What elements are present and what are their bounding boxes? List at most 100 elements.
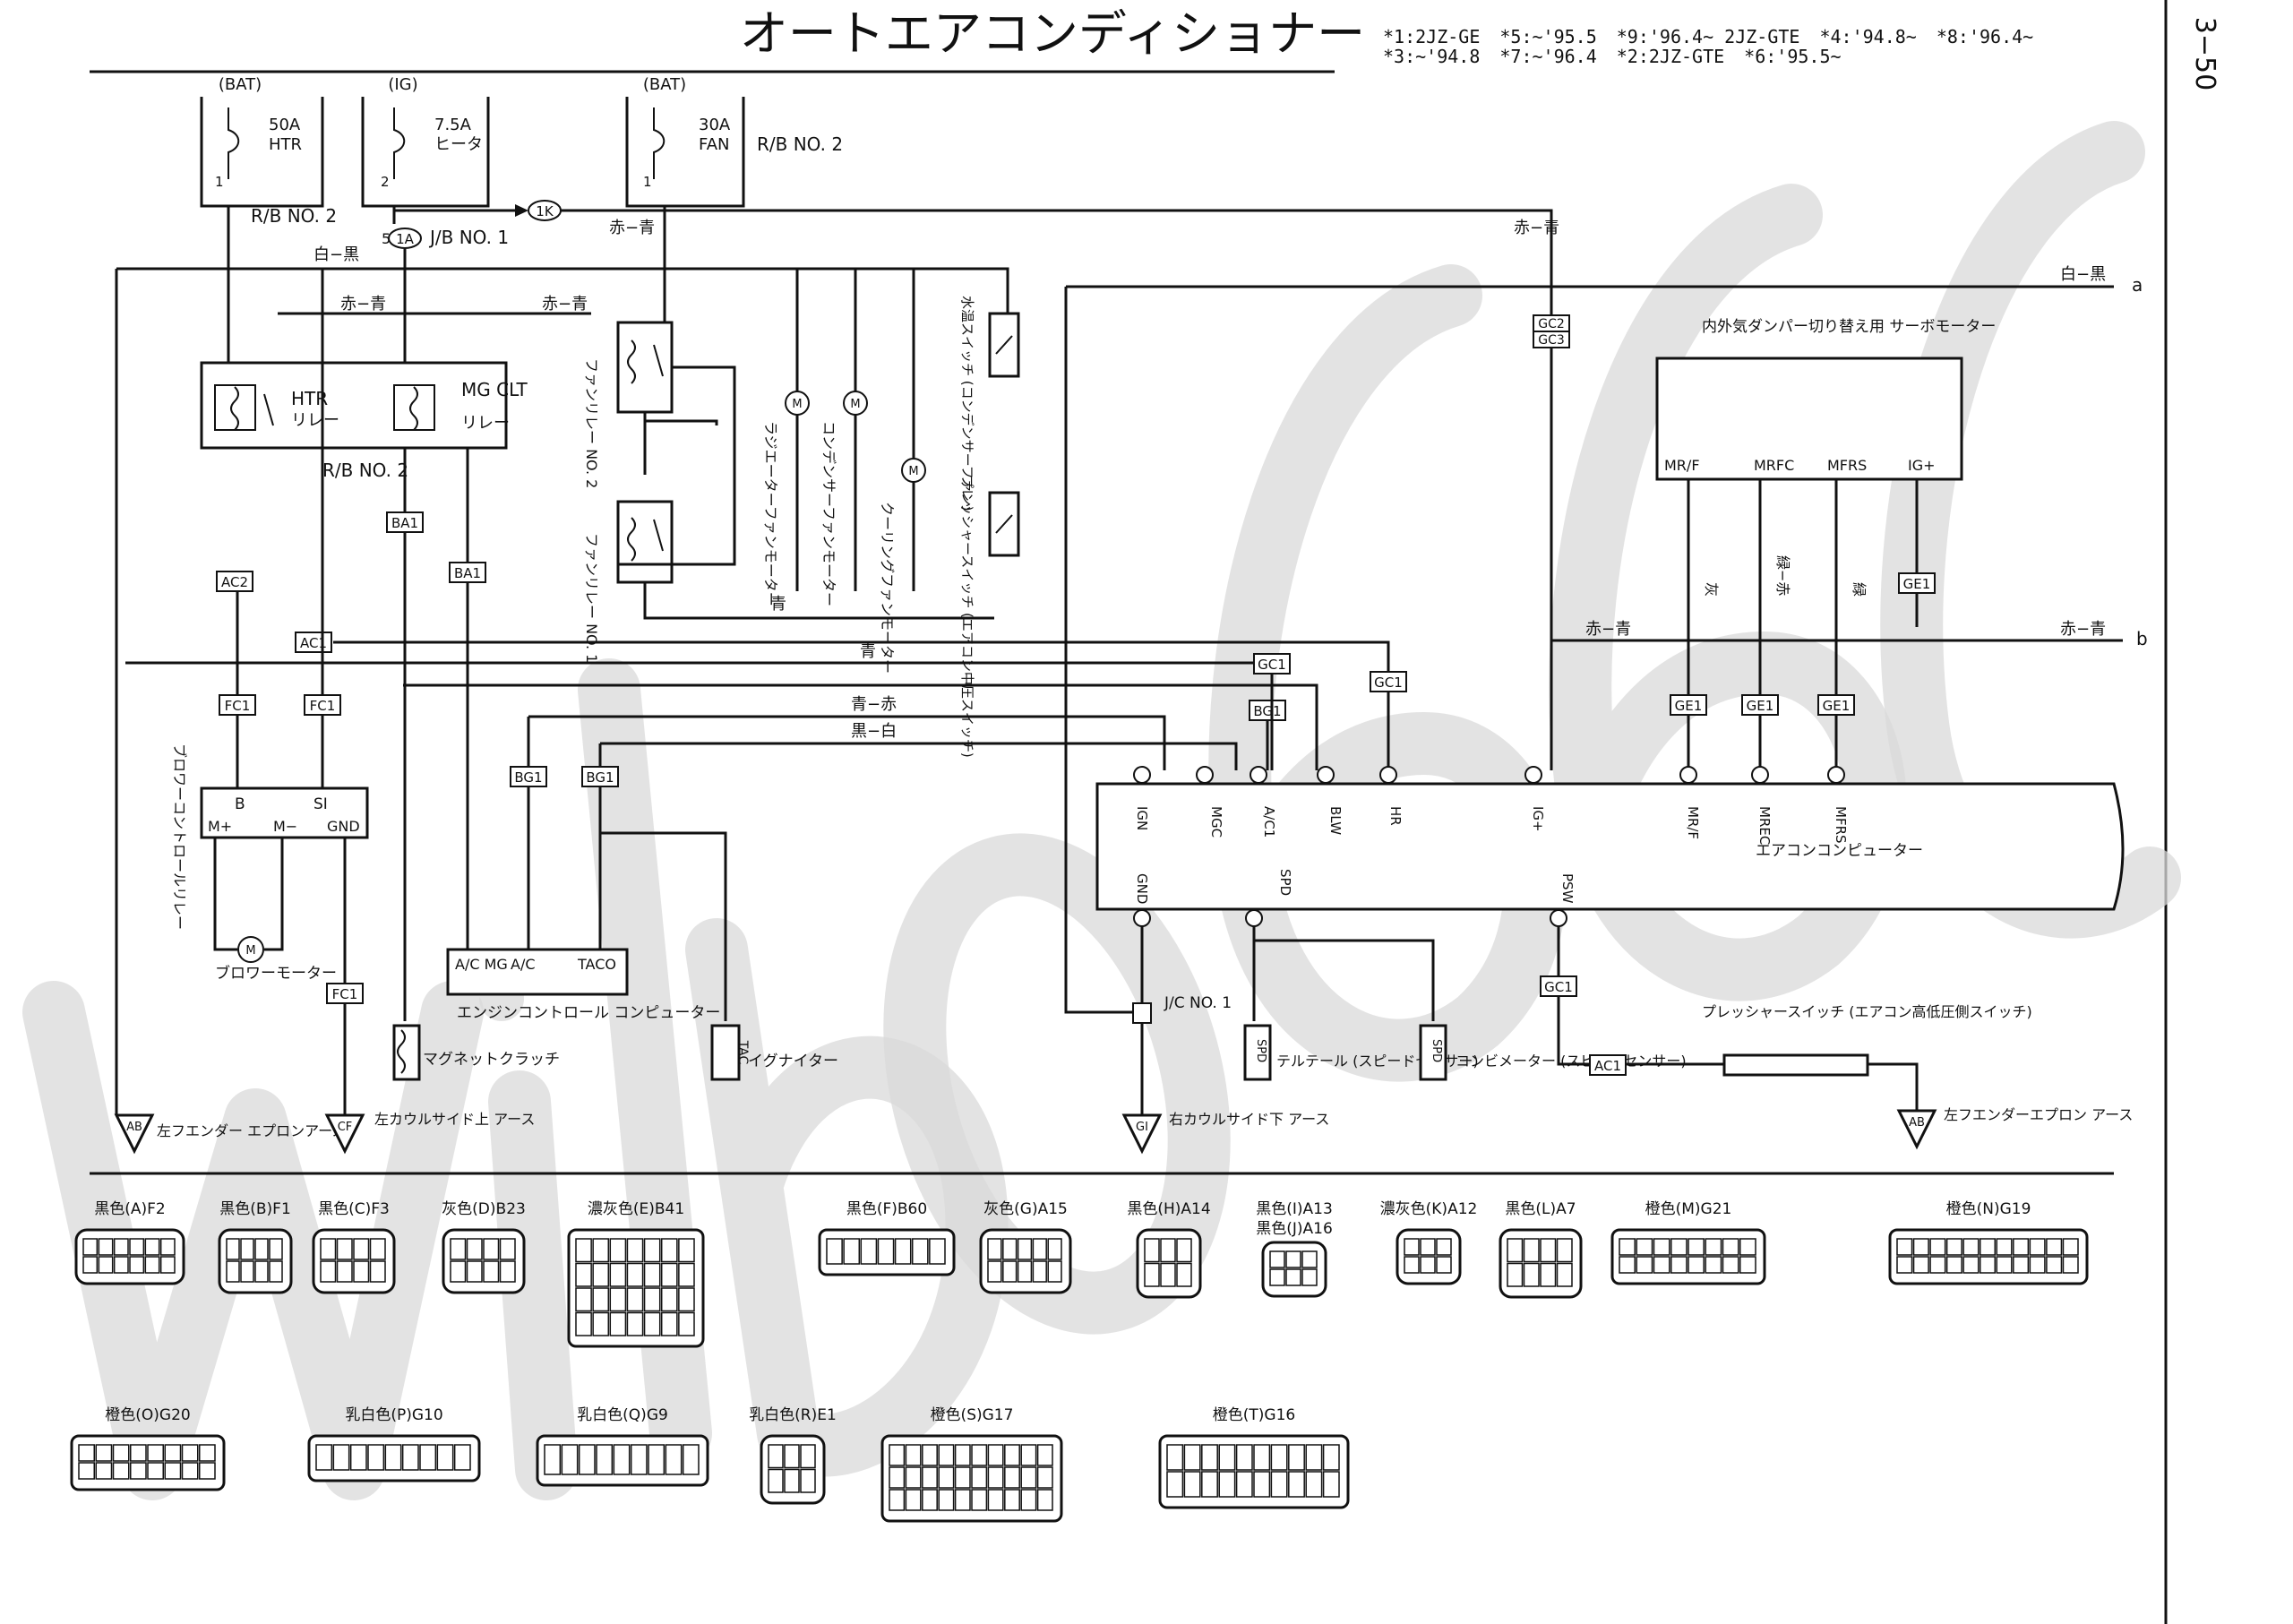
connector-cavity [905,1444,922,1466]
connector-label-i: 黒色(I)A13 [1256,1200,1333,1218]
connector-cavity [199,1444,216,1462]
svg-text:(BAT): (BAT) [219,75,262,94]
svg-text:BLW: BLW [1327,806,1344,835]
svg-text:エアコンコンピューター: エアコンコンピューター [1756,842,1923,860]
relay-block-rb2 [200,361,508,450]
connector-cavity [2029,1256,2046,1274]
connector-cavity [1144,1262,1160,1287]
connector-cavity [1183,1444,1201,1471]
wire-bg1-ecu [527,717,727,1021]
connector-cavity [1996,1238,2013,1256]
connector-cavity [1945,1256,1962,1274]
svg-text:IGN: IGN [1134,806,1150,830]
tag-gc2: GC2 [1533,314,1570,332]
svg-text:MR/F: MR/F [1664,457,1700,474]
svg-text:水温スイッチ (コンデンサーファン): 水温スイッチ (コンデンサーファン) [959,296,975,511]
connector-label-s: 橙色(S)G17 [931,1406,1014,1424]
tag-ge1-14: GE1 [1670,694,1707,716]
connector-cavity [78,1444,95,1462]
svg-text:M: M [792,398,802,411]
connector-cavity [1176,1262,1192,1287]
connector-cavity [592,1311,610,1336]
connector-cavity [1020,1444,1037,1466]
connector-cavity [1619,1238,1636,1256]
connector-shape-f [818,1228,956,1276]
svg-text:BA1: BA1 [454,565,481,581]
connector-cavity [1020,1466,1037,1489]
svg-text:A/C: A/C [511,956,536,973]
connector-cavity [130,1444,147,1462]
svg-text:右カウルサイド下 アース: 右カウルサイド下 アース [1169,1111,1329,1128]
connector-cavity [436,1444,454,1471]
connector-cavity [450,1260,467,1283]
connector-cavity [1962,1238,1980,1256]
connector-cavity [682,1444,700,1475]
connector-cavity [1688,1256,1705,1274]
connector-cavity [1636,1238,1653,1256]
blower-control-relay: B SI M+ M− GND ブロワーコントロールリレー [171,743,369,930]
svg-text:コンデンサーファンモーター: コンデンサーファンモーター [820,421,837,606]
offpage-a: a [2132,274,2143,296]
connector-label-p: 乳白色(P)G10 [345,1406,442,1424]
wire-fan-relay-link [618,365,736,566]
tag-fc1-b: FC1 [304,694,341,716]
offpage-b: b [2136,628,2148,649]
connector-cavity [147,1462,164,1480]
svg-text:ファンリレー NO. 2: ファンリレー NO. 2 [583,358,600,488]
arrow-1k [515,204,528,217]
connector-cavity [938,1489,955,1511]
connector-cavity [877,1238,895,1265]
magnet-clutch: マグネットクラッチ [392,1024,560,1081]
svg-text:2: 2 [381,174,390,190]
wire-label-green-red: 緑−赤 [1774,555,1791,596]
connector-cavity [401,1444,419,1471]
connector-cavity [353,1238,370,1260]
connector-cavity [575,1262,592,1287]
connector-cavity [1436,1256,1452,1274]
svg-text:GC3: GC3 [1538,333,1565,348]
connector-cavity [1285,1268,1301,1286]
connector-cavity [450,1238,467,1260]
connector-label-q: 乳白色(Q)G9 [577,1406,668,1424]
connector-label-b: 黒色(B)F1 [219,1200,291,1218]
connector-label-t: 橙色(T)G16 [1213,1406,1295,1424]
connector-cavity [578,1444,596,1475]
connector-cavity [660,1287,678,1312]
fan-relay-no1: ファンリレー NO. 1 [583,500,674,663]
connector-cavity [929,1238,946,1265]
connector-label-k: 濃灰色(K)A12 [1380,1200,1478,1218]
connector-cavity [678,1262,695,1287]
connector-cavity [483,1238,500,1260]
wire-spd [1252,926,1435,1021]
connector-cavity [1979,1256,1997,1274]
connector-cavity [1047,1260,1062,1283]
connector-cavity [1269,1268,1285,1286]
water-temp-switch: 水温スイッチ (コンデンサーファン) [959,296,1020,511]
wire-label-green: 緑 [1851,582,1868,597]
tag-bg1-10: BG1 [1249,700,1286,721]
connector-cavity [82,1238,99,1256]
svg-text:1A: 1A [396,231,415,247]
wire-ba1 [403,448,469,1021]
connector-cavity [1004,1444,1020,1466]
connector-cavity [1962,1256,1980,1274]
connector-cavity [129,1238,145,1256]
connector-cavity [678,1311,695,1336]
connector-cavity [367,1444,385,1471]
svg-text:GC1: GC1 [1374,675,1403,691]
ground-gi: GI 右カウルサイド下 アース [1121,1111,1329,1155]
blower-motor: M ブロワーモーター [213,838,337,983]
svg-text:M: M [850,398,860,411]
svg-text:MRFC: MRFC [1754,457,1794,474]
connector-cavity [320,1260,337,1283]
wire-label-red-blue-a: 赤−青 [609,219,655,237]
connector-cavity [609,1311,627,1336]
fan-relay-no2: ファンリレー NO. 2 [583,321,674,488]
connector-cavity [1160,1262,1176,1287]
svg-text:エンジンコントロール コンピューター: エンジンコントロール コンピューター [457,1004,720,1022]
connector-cavity [1556,1238,1573,1263]
connector-cavity [678,1287,695,1312]
ground-cf: CF 左カウルサイド上 アース [324,1111,535,1155]
svg-text:MGC: MGC [1208,806,1224,838]
